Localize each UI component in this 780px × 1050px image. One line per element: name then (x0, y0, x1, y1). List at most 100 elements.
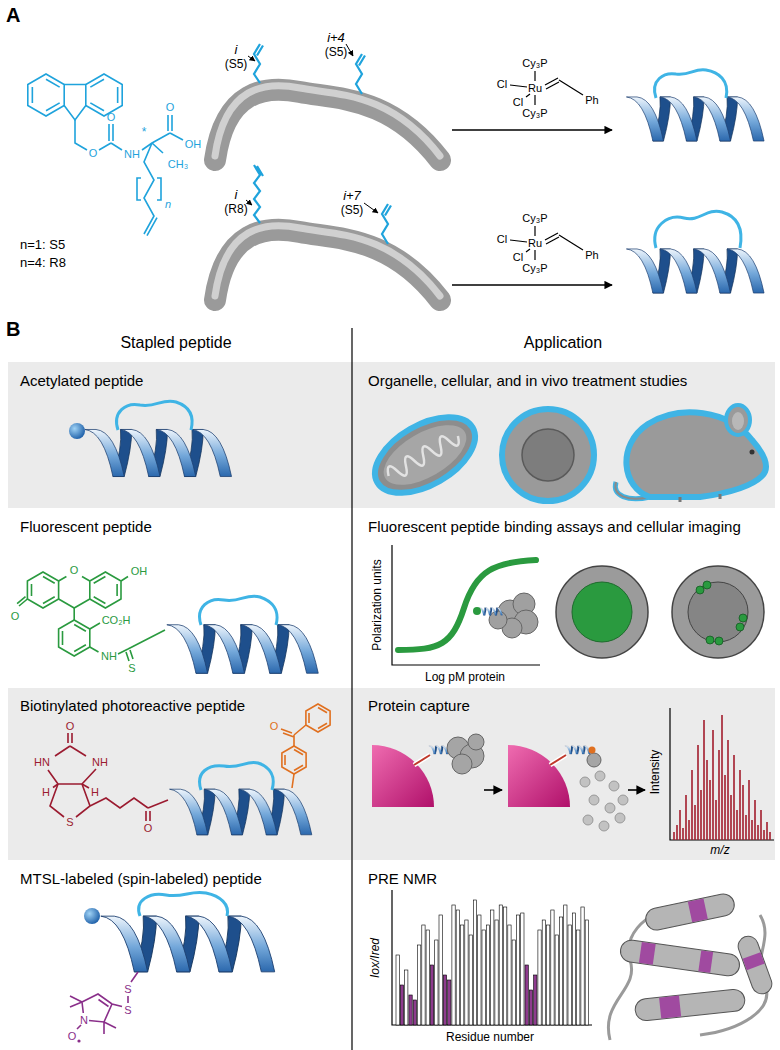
acetylated-stapled-peptide (85, 429, 232, 476)
figure-label: (S5) (225, 58, 248, 72)
protein-capture-scheme (589, 795, 599, 805)
figure-label: OH (131, 565, 148, 578)
figure-label: H (42, 786, 50, 799)
mitochondrion (362, 402, 487, 509)
figure-label: Stapled peptide (120, 334, 231, 352)
fluorescent-cells (739, 614, 747, 622)
figure-label: N (80, 1014, 88, 1027)
fluorescein-structure (17, 577, 128, 621)
figure-label: CH₃ (168, 158, 188, 171)
protein-capture-scheme (414, 755, 430, 765)
figure-label: i+4 (327, 31, 345, 46)
protein-cartoon (735, 933, 774, 996)
benzophenone-structure (306, 704, 330, 732)
fluorescent-cells (696, 581, 747, 645)
pre-bar-chart (392, 890, 592, 1025)
treated-cell (522, 429, 574, 481)
protein-cartoon (608, 892, 774, 1040)
linear-peptide-top (248, 56, 255, 61)
figure-label: Intensity (649, 750, 663, 795)
mass-spectrum (670, 708, 774, 840)
fluorescein-structure (63, 625, 86, 652)
protein-capture-scheme (583, 815, 593, 825)
mass-spectrum (670, 708, 774, 840)
figure-label: Polarization units (371, 559, 385, 650)
treated-cell (502, 409, 594, 501)
figure-label: O (89, 147, 98, 160)
pre-bar-chart (461, 925, 464, 1025)
pre-bar-chart (495, 920, 498, 1025)
figure-label: MTSL-labeled (spin-labeled) peptide (20, 870, 262, 887)
linear-peptide-top (356, 54, 365, 94)
figure-label: n=1: S5 (20, 238, 65, 253)
protein-capture-scheme (484, 789, 502, 791)
figure-label: i+7 (343, 189, 361, 204)
pre-bar-chart (478, 915, 481, 1025)
fluorescent-cells (696, 586, 704, 594)
linear-peptide-top (254, 44, 263, 83)
protein-cartoon (698, 950, 713, 972)
fmoc-amino-acid-structure (64, 85, 86, 121)
pre-bar-chart (542, 920, 545, 1025)
fluorescein-structure (27, 572, 58, 608)
pre-bar-chart (534, 975, 537, 1025)
row-heading: Biotinylated photoreactive peptide (20, 697, 245, 714)
treated-mouse (680, 494, 720, 502)
protein-cartoon (619, 939, 741, 977)
benzophenone-structure (281, 725, 306, 746)
protein-cartoon (735, 933, 774, 996)
protein-cartoon (688, 898, 708, 922)
protein-cartoon (619, 939, 741, 977)
protein-cartoon (644, 892, 737, 932)
figure-label: O (70, 564, 79, 577)
linear-peptide-top (215, 44, 440, 160)
binding-curve (489, 593, 538, 638)
row-bands (8, 362, 775, 860)
treated-mouse (615, 405, 766, 502)
figure-label: NH (92, 756, 108, 769)
biotinylated-stapled-peptide (170, 762, 312, 834)
pre-bar-chart (564, 905, 567, 1025)
fluorescein-structure (32, 577, 55, 604)
mtsl-structure (70, 996, 116, 1034)
binding-curve (479, 608, 503, 616)
linear-peptide-bottom (382, 204, 391, 244)
fluorescein-structure (59, 620, 90, 656)
figure-label: Fluorescent peptide (20, 518, 152, 535)
pre-bar-chart (452, 905, 455, 1025)
protein-capture-scheme (414, 755, 430, 765)
figure-label: Cy₃P (522, 57, 547, 70)
protein-capture-scheme (468, 734, 484, 750)
figure-label: O (66, 720, 75, 733)
figure-label: OH (185, 138, 202, 151)
row-heading: Protein capture (368, 697, 470, 714)
pre-bar-chart (443, 975, 446, 1025)
acetylated-stapled-peptide (69, 423, 85, 439)
mtsl-stapled-peptide (84, 908, 100, 924)
figure-label: i (235, 188, 238, 203)
fmoc-amino-acid-structure (137, 178, 161, 200)
figure-label: Ph (585, 249, 598, 262)
pre-bar-chart (400, 985, 403, 1025)
binding-curve (473, 607, 481, 615)
figure-label: O (107, 111, 116, 124)
pre-bar-chart (396, 900, 589, 1025)
fluorescent-cells (556, 566, 764, 658)
figure-label: Cy₃P (522, 262, 547, 275)
reaction-arrows (452, 284, 612, 285)
pre-bar-chart (551, 910, 554, 1025)
treated-mouse (750, 450, 755, 455)
linear-peptide-top (215, 86, 440, 156)
protein-capture-scheme (580, 771, 628, 831)
figure-label: Cl (513, 96, 523, 109)
pre-bar-chart (512, 940, 515, 1025)
protein-capture-scheme (550, 755, 566, 765)
figure-label: Cy₃P (522, 107, 547, 120)
figure-label: Cl (513, 251, 523, 264)
pre-bar-chart (409, 995, 412, 1025)
reaction-arrows (452, 129, 612, 130)
figure-label: O (68, 1030, 77, 1043)
pre-bar-chart (426, 930, 429, 1025)
protein-capture-scheme (565, 746, 591, 754)
